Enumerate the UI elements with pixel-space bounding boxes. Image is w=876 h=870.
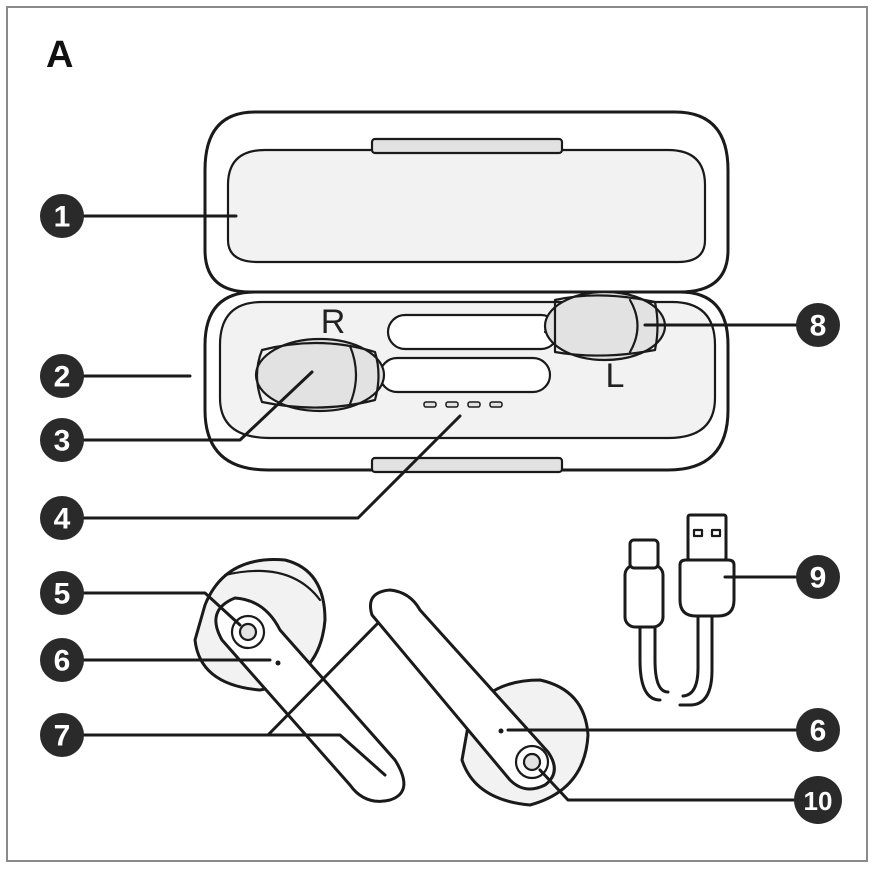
- svg-text:8: 8: [810, 310, 827, 343]
- callout-4: 4: [40, 496, 84, 540]
- leader-lines: [78, 214, 802, 802]
- svg-text:9: 9: [810, 562, 827, 595]
- svg-text:5: 5: [54, 578, 71, 611]
- svg-text:2: 2: [54, 361, 71, 394]
- figure-label: A: [46, 34, 74, 76]
- svg-text:7: 7: [54, 720, 71, 753]
- earbud-right: [369, 588, 590, 807]
- callout-9: 9: [796, 555, 840, 599]
- callout-1: 1: [40, 194, 84, 238]
- callout-10: 10: [794, 776, 842, 824]
- callout-6-right: 6: [796, 708, 840, 752]
- callout-8: 8: [796, 303, 840, 347]
- svg-text:3: 3: [54, 425, 71, 458]
- left-side-marker: L: [606, 357, 625, 395]
- svg-text:1: 1: [54, 201, 71, 234]
- svg-text:6: 6: [54, 645, 71, 678]
- svg-text:6: 6: [810, 715, 827, 748]
- callout-3: 3: [40, 418, 84, 462]
- svg-text:10: 10: [804, 786, 833, 816]
- callout-5: 5: [40, 571, 84, 615]
- svg-text:4: 4: [54, 503, 71, 536]
- led-indicators: [423, 401, 503, 408]
- usb-cable: [623, 513, 736, 707]
- callout-6-left: 6: [40, 638, 84, 682]
- right-side-marker: R: [321, 303, 346, 341]
- callout-2: 2: [40, 354, 84, 398]
- case-lid: [203, 110, 730, 294]
- callout-7: 7: [40, 713, 84, 757]
